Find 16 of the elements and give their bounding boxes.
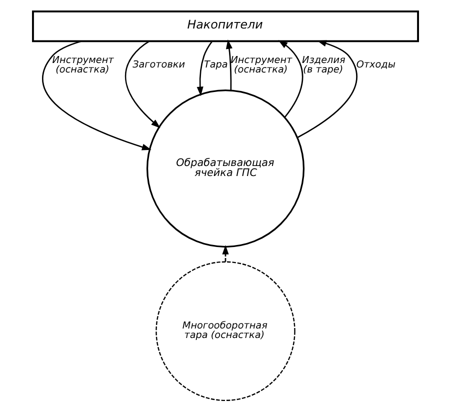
edge-label: Изделия (в таре) <box>302 55 345 76</box>
edge-label: Инструмент (оснастка) <box>52 55 114 76</box>
arrow <box>225 39 232 90</box>
node-box: Накопители <box>32 10 418 42</box>
edge-label: Заготовки <box>132 60 185 71</box>
arrow <box>296 40 357 138</box>
arrow <box>278 40 303 118</box>
arrow <box>196 40 212 96</box>
edge-label: Инструмент (оснастка) <box>230 55 292 76</box>
node-circle: Обрабатывающая ячейка ГПС <box>146 90 304 248</box>
arrow <box>42 40 151 150</box>
arrow <box>222 245 228 262</box>
node-circle: Многооборотная тара (оснастка) <box>155 261 295 401</box>
edge-label: Тара <box>203 60 228 71</box>
edge-label: Отходы <box>356 60 395 71</box>
arrow <box>124 40 160 128</box>
